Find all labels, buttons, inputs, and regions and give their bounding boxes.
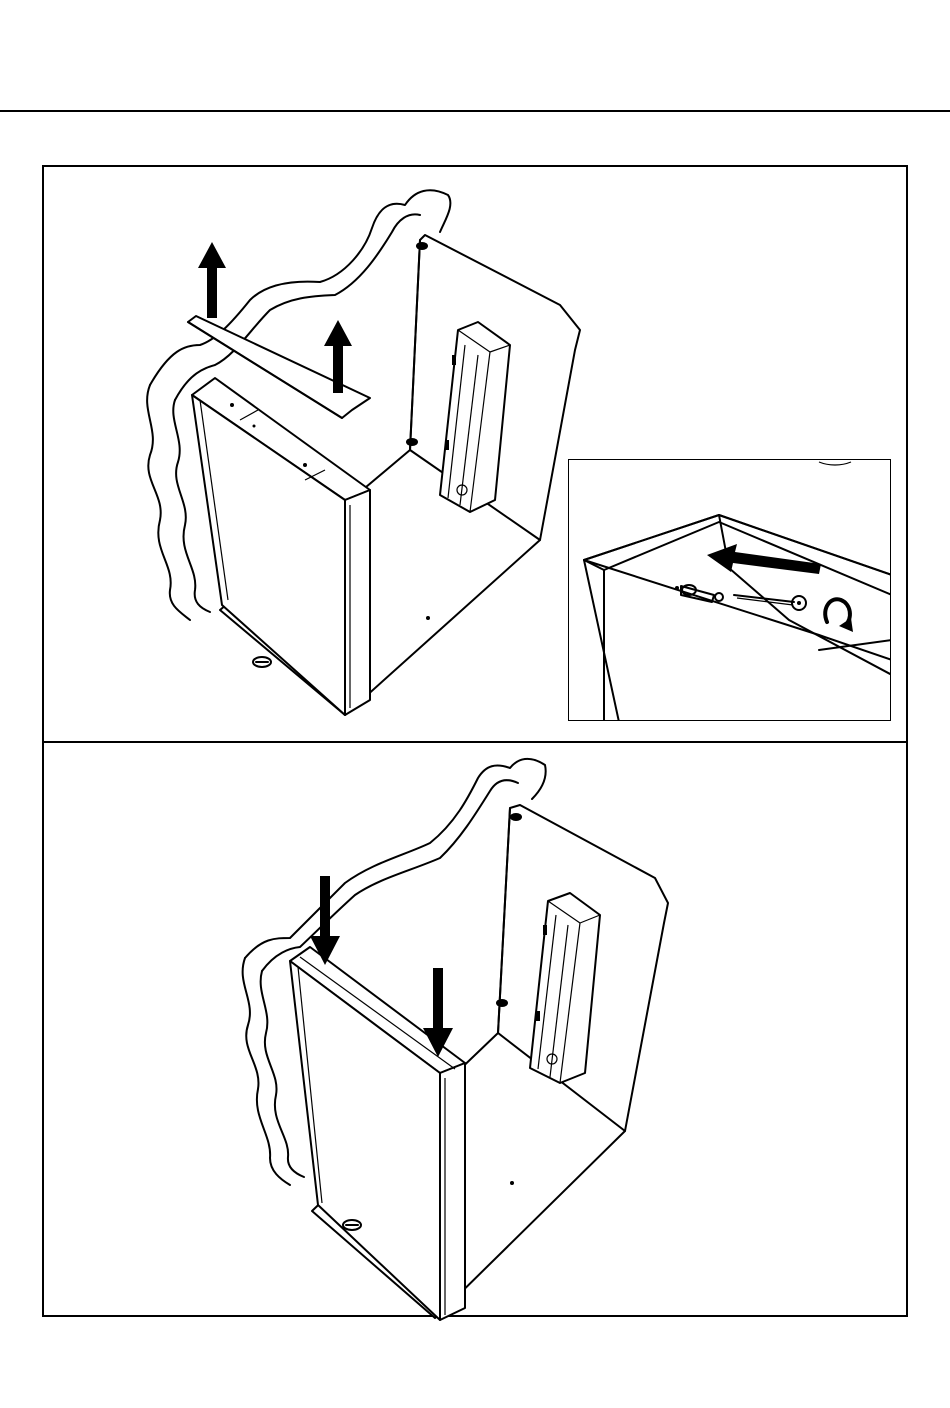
detail-inset [568,459,891,721]
cam-bolt-icon [253,657,271,667]
wall-cutaway-back [150,190,450,385]
step-2-illustration [0,743,950,1323]
hinge-top [416,242,428,250]
hinge-bottom [406,438,418,446]
arrow-up-icon [198,242,226,318]
wall-cutaway-left [243,958,290,1185]
wall-cutaway-back [245,759,546,958]
